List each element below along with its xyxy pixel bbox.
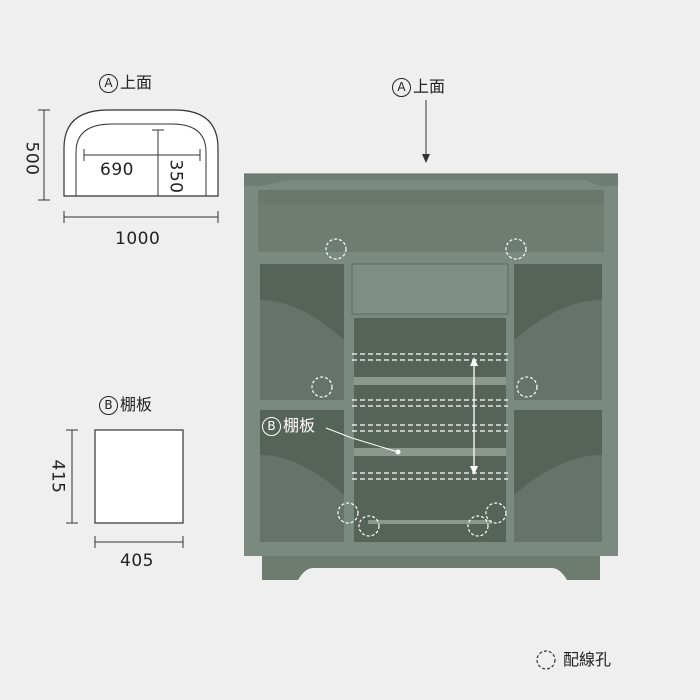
cabinet-top-marker: A <box>392 78 411 97</box>
wiring-holes <box>311 238 538 537</box>
shelf-board-title-text: 棚板 <box>120 395 153 414</box>
shelf-board-height: 415 <box>47 459 68 494</box>
shelf-board-rect <box>94 429 184 524</box>
center-compartment <box>354 318 506 542</box>
top-view-outline <box>63 109 219 197</box>
shelf-board-width: 405 <box>120 551 154 571</box>
shelf-board-marker: B <box>99 396 118 415</box>
top-view-title-text: 上面 <box>120 73 153 92</box>
legend-icon <box>536 650 556 670</box>
drawer <box>351 263 509 315</box>
top-view-inner-width: 690 <box>100 160 134 180</box>
top-view-inner-outline <box>75 123 207 196</box>
cabinet-base <box>262 556 600 580</box>
top-view-depth: 500 <box>21 141 42 176</box>
cabinet-shelf-marker: B <box>262 417 281 436</box>
cabinet-shelf-label-text: 棚板 <box>283 416 316 435</box>
top-view-marker: A <box>99 74 118 93</box>
top-view-width: 1000 <box>115 229 161 249</box>
cabinet-top-board <box>244 174 618 186</box>
legend-text: 配線孔 <box>563 650 612 669</box>
top-view-inner-depth: 350 <box>165 159 186 194</box>
upper-compartment <box>258 190 604 252</box>
cabinet-top-label-text: 上面 <box>413 77 446 96</box>
